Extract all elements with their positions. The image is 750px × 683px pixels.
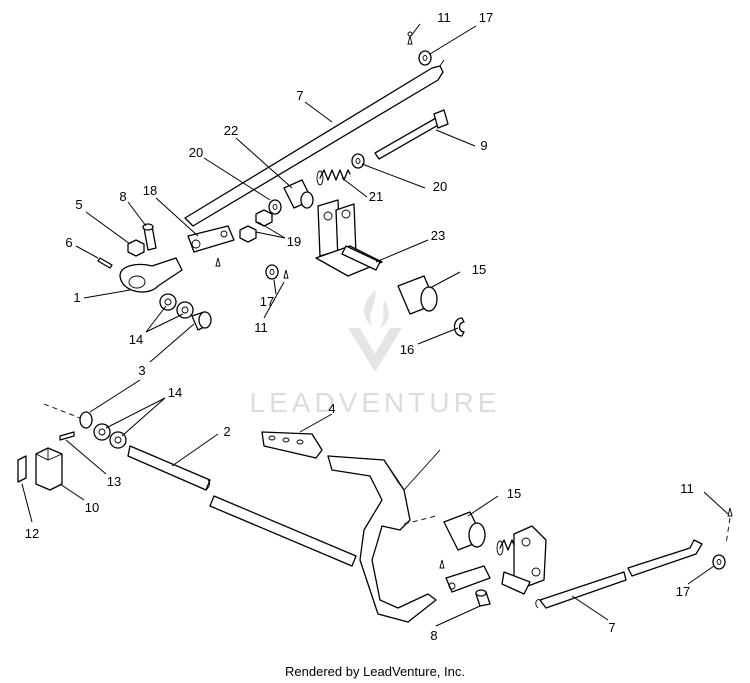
callout-22: 22 (224, 123, 238, 138)
washers-14-lower (93, 423, 127, 449)
callout-14: 14 (129, 332, 143, 347)
callout-12: 12 (25, 526, 39, 541)
washers-14-upper (159, 293, 194, 319)
lever-4 (261, 431, 323, 459)
rod-7-lower (535, 539, 703, 609)
washer-17-top (418, 50, 432, 66)
flame-logo-icon (364, 290, 389, 328)
plate-12 (17, 455, 27, 483)
pin-8-upper (142, 223, 157, 251)
callout-15: 15 (472, 262, 486, 277)
callout-15: 15 (507, 486, 521, 501)
callout-20: 20 (189, 145, 203, 160)
shaft-2 (127, 445, 357, 567)
pedal-arm (327, 449, 441, 623)
callout-17: 17 (479, 10, 493, 25)
bushing-15-lower (443, 511, 486, 551)
callout-17: 17 (676, 584, 690, 599)
v-logo-icon (348, 328, 402, 372)
callout-13: 13 (107, 474, 121, 489)
cotter-pin-11-top (407, 31, 413, 45)
leadventure-watermark: LEADVENTURE (250, 290, 501, 418)
callout-11: 11 (437, 10, 451, 25)
callout-1: 1 (73, 290, 80, 305)
callout-16: 16 (400, 342, 414, 357)
clevis-lower (439, 559, 491, 593)
bushing-15-upper (397, 275, 438, 315)
callout-3: 3 (138, 363, 145, 378)
callout-17: 17 (260, 294, 274, 309)
callout-7: 7 (296, 88, 303, 103)
callout-8: 8 (119, 189, 126, 204)
leader-lines (21, 23, 729, 627)
callout-7: 7 (608, 620, 615, 635)
callout-14: 14 (168, 385, 182, 400)
callout-9: 9 (480, 138, 487, 153)
footer-credit: Rendered by LeadVenture, Inc. (285, 664, 465, 679)
watermark-text: LEADVENTURE (250, 387, 501, 418)
callout-11: 11 (680, 481, 694, 496)
callout-4: 4 (328, 401, 335, 416)
callout-6: 6 (65, 235, 72, 250)
bracket-10 (35, 447, 63, 491)
cotter-pin-11-lower (725, 507, 733, 545)
washer-17-mid (265, 264, 279, 280)
callout-8: 8 (430, 628, 437, 643)
callout-5: 5 (75, 197, 82, 212)
callouts: 11 17 7 9 22 20 20 21 18 8 5 19 23 6 15 … (25, 10, 694, 643)
key-5 (127, 239, 145, 257)
arm-1 (119, 257, 183, 293)
pin-6 (97, 257, 113, 269)
callout-11: 11 (254, 320, 268, 335)
callout-20: 20 (433, 179, 447, 194)
callout-10: 10 (85, 500, 99, 515)
callout-23: 23 (431, 228, 445, 243)
bolt-9 (374, 109, 449, 160)
washer-20-right (351, 153, 365, 169)
bolt-13 (59, 431, 75, 441)
nuts-19 (239, 209, 273, 243)
washer-20-left (268, 199, 282, 215)
callout-21: 21 (369, 189, 383, 204)
bracket-23 (315, 199, 383, 277)
callout-18: 18 (143, 183, 157, 198)
pin-8-lower (475, 589, 491, 607)
callout-19: 19 (287, 234, 301, 249)
bracket-lower (501, 525, 547, 595)
cotter-pin-11-mid (215, 257, 289, 279)
bushing-3-upper (191, 311, 212, 331)
callout-2: 2 (223, 424, 230, 439)
bushing-3-lower (79, 411, 93, 429)
e-clip-16 (453, 317, 465, 337)
washer-17-lower (712, 554, 726, 570)
clevis-18 (187, 225, 235, 253)
rod-7-upper (184, 59, 445, 227)
spring-21 (316, 169, 351, 186)
